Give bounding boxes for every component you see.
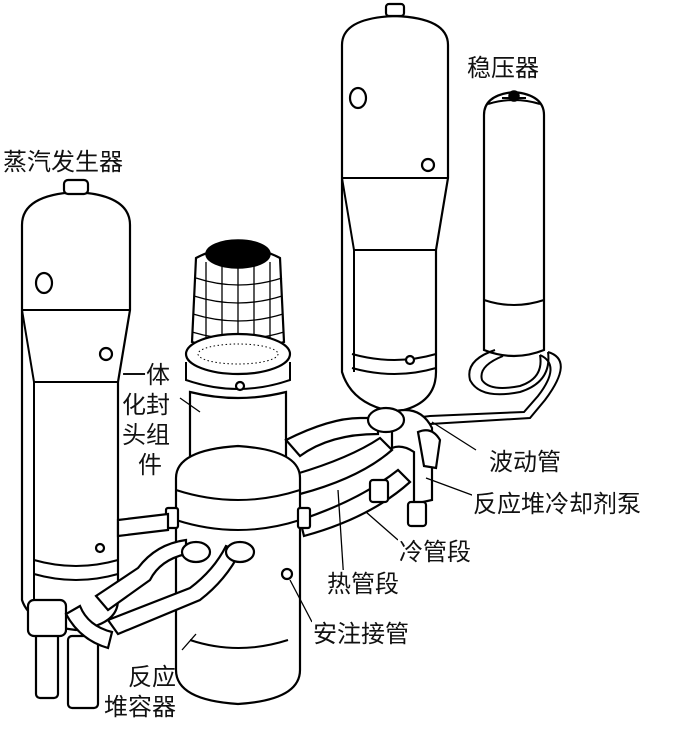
integrated-head-label: 一体 化封 头组 件: [122, 360, 176, 480]
right-steam-generator-shell: [340, 2, 450, 414]
reactor-vessel-label-line: 堆容器: [104, 693, 176, 721]
integrated-head-label-line: 件: [138, 451, 162, 479]
integrated-head-assembly: [184, 239, 292, 472]
reactor-vessel: [164, 444, 312, 706]
safety-injection-nozzle-icon: [280, 567, 294, 581]
loop-piping-right: [284, 406, 442, 538]
integrated-head-label-line: 头组: [122, 421, 170, 449]
cold-leg-label: 冷管段: [398, 538, 472, 566]
integrated-head-label-line: 化封: [122, 391, 170, 419]
safety-injection-label: 安注接管: [312, 620, 410, 648]
manhole-icon: [348, 86, 368, 110]
reactor-vessel-label-line: 反应: [128, 663, 176, 691]
pressurizer-label: 稳压器: [466, 54, 540, 82]
surge-line-pipe: [397, 349, 562, 429]
leader-lines: [179, 397, 481, 651]
left-steam-generator: [20, 178, 132, 710]
integrated-head-label-line: 一体: [122, 361, 170, 389]
pressurizer-vessel: [482, 90, 546, 358]
steam-generator-label: 蒸汽发生器: [2, 148, 124, 176]
coolant-pump-label: 反应堆冷却剂泵: [472, 490, 642, 518]
surge-line-label: 波动管: [488, 448, 562, 476]
hot-leg-label: 热管段: [326, 570, 400, 598]
reactor-vessel-label: 反应 堆容器: [104, 662, 204, 722]
loop-piping-left: [64, 512, 256, 650]
pressurizer-nozzle-icon: [508, 90, 520, 102]
